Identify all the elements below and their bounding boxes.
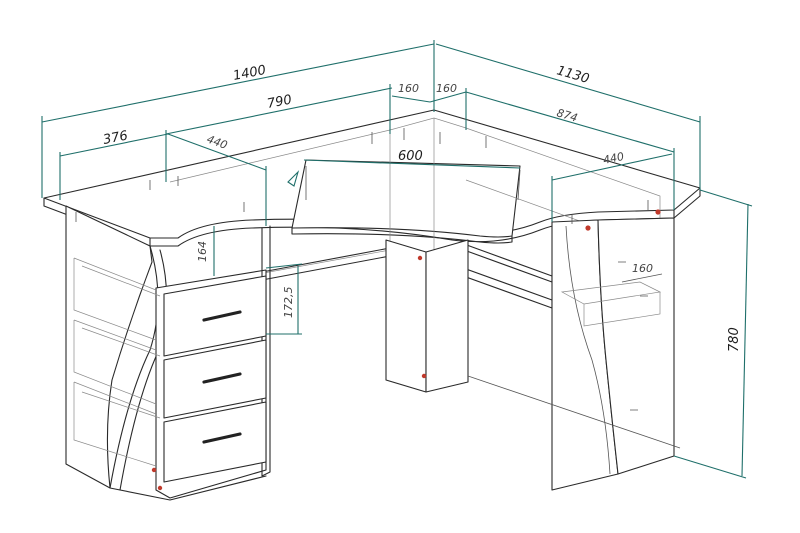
dim-ext-1400 [41,40,435,198]
dim-marker [287,170,300,187]
pedestal-base [109,475,267,501]
label-440-right: 440 [602,150,625,167]
label-874: 874 [555,106,579,124]
hardware-pin-6 [655,209,661,215]
dim-ext-780 [673,189,753,479]
fastener-marks [75,128,649,411]
right-side-panel-outer [597,217,675,475]
label-164: 164 [196,241,209,262]
keyboard-tray [291,159,521,238]
hardware-pin-4 [417,255,423,261]
dim-line-376 [59,133,169,157]
dim-line-600 [303,159,521,169]
drawer-handle-2 [202,372,242,384]
label-160-left: 160 [398,82,419,95]
hardware-pin-5 [585,225,591,231]
dim-line-1130 [435,43,701,123]
rear-rail-left [261,247,391,281]
dim-ext-790 [165,84,391,182]
dim-line-780 [741,203,749,477]
center-leg-side [425,239,469,393]
pedestal-curve [109,245,159,489]
dim-line-160-right [429,91,467,103]
drawer-box-3 [73,381,161,467]
dim-line-790 [165,87,393,135]
hardware-pin-1 [151,467,157,473]
drawer-front-3 [163,401,267,483]
keyboard-tray-rails [305,166,521,201]
hardware-pin-2 [157,485,163,491]
right-panel-curve [565,225,611,475]
center-leg [385,239,427,393]
label-160-shelf: 160 [632,262,653,275]
drawer-box-2 [73,319,161,405]
floor-line [467,375,681,449]
drawer-handle-1 [202,310,242,322]
pedestal-side [65,205,153,489]
dimension-lines [41,40,753,479]
drawer-handle-3 [202,432,242,444]
rear-rail-right-upper [463,243,553,283]
label-1130: 1130 [555,63,591,87]
dim-line-440-right [551,153,673,181]
right-shelf [560,281,662,327]
dim-ext-172-5 [265,263,303,335]
label-780: 780 [727,327,742,352]
label-600: 600 [398,149,423,164]
dim-line-160-shelf [621,273,663,283]
drawer-box-1 [73,257,161,341]
label-376: 376 [102,128,129,147]
dim-line-1400 [41,43,435,123]
label-172-5: 172,5 [282,287,295,319]
hardware-pin-3 [421,373,427,379]
label-1400: 1400 [232,63,267,84]
keyboard-tray-edge [291,227,513,244]
desk-structure [43,109,701,501]
corner-panel [389,117,467,250]
label-160-right: 160 [436,82,457,95]
dim-line-440-left [167,133,267,171]
label-790: 790 [266,92,293,111]
dim-line-160-left [391,95,431,103]
back-panel-left [169,129,391,291]
dim-line-874 [465,91,675,153]
